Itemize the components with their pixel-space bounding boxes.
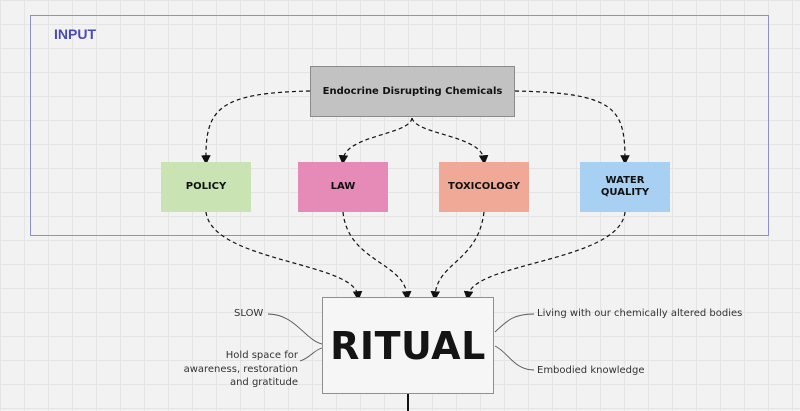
- arrow-source-to-law: [338, 117, 413, 165]
- arrow-source-to-policy: [201, 90, 311, 165]
- note-slow: SLOW: [234, 308, 264, 319]
- category-water-quality-label: WATER QUALITY: [600, 175, 650, 198]
- connector-slow: [267, 313, 323, 345]
- category-law[interactable]: LAW: [298, 162, 388, 212]
- arrow-toxicology-to-ritual: [430, 211, 485, 301]
- connector-living: [494, 313, 535, 333]
- source-node[interactable]: Endocrine Disrupting Chemicals: [310, 66, 515, 117]
- arrow-law-to-ritual: [342, 211, 412, 301]
- arrow-water-to-ritual: [463, 211, 626, 301]
- category-water-quality[interactable]: WATER QUALITY: [580, 162, 670, 212]
- note-hold-space: Hold space for awareness, restoration an…: [183, 350, 298, 388]
- input-frame: [30, 15, 769, 236]
- frame-title: INPUT: [54, 26, 96, 42]
- category-toxicology[interactable]: TOXICOLOGY: [439, 162, 529, 212]
- connector-embodied: [494, 345, 535, 371]
- connector-hold-space: [299, 347, 323, 362]
- note-embodied: Embodied knowledge: [537, 365, 645, 376]
- note-living: Living with our chemically altered bodie…: [537, 308, 743, 319]
- category-policy[interactable]: POLICY: [161, 162, 251, 212]
- arrow-policy-to-ritual: [205, 211, 363, 301]
- arrow-source-to-water: [514, 90, 630, 165]
- arrow-source-to-toxicology: [411, 117, 489, 165]
- ritual-node[interactable]: RITUAL: [322, 297, 494, 394]
- ritual-label: RITUAL: [330, 323, 486, 368]
